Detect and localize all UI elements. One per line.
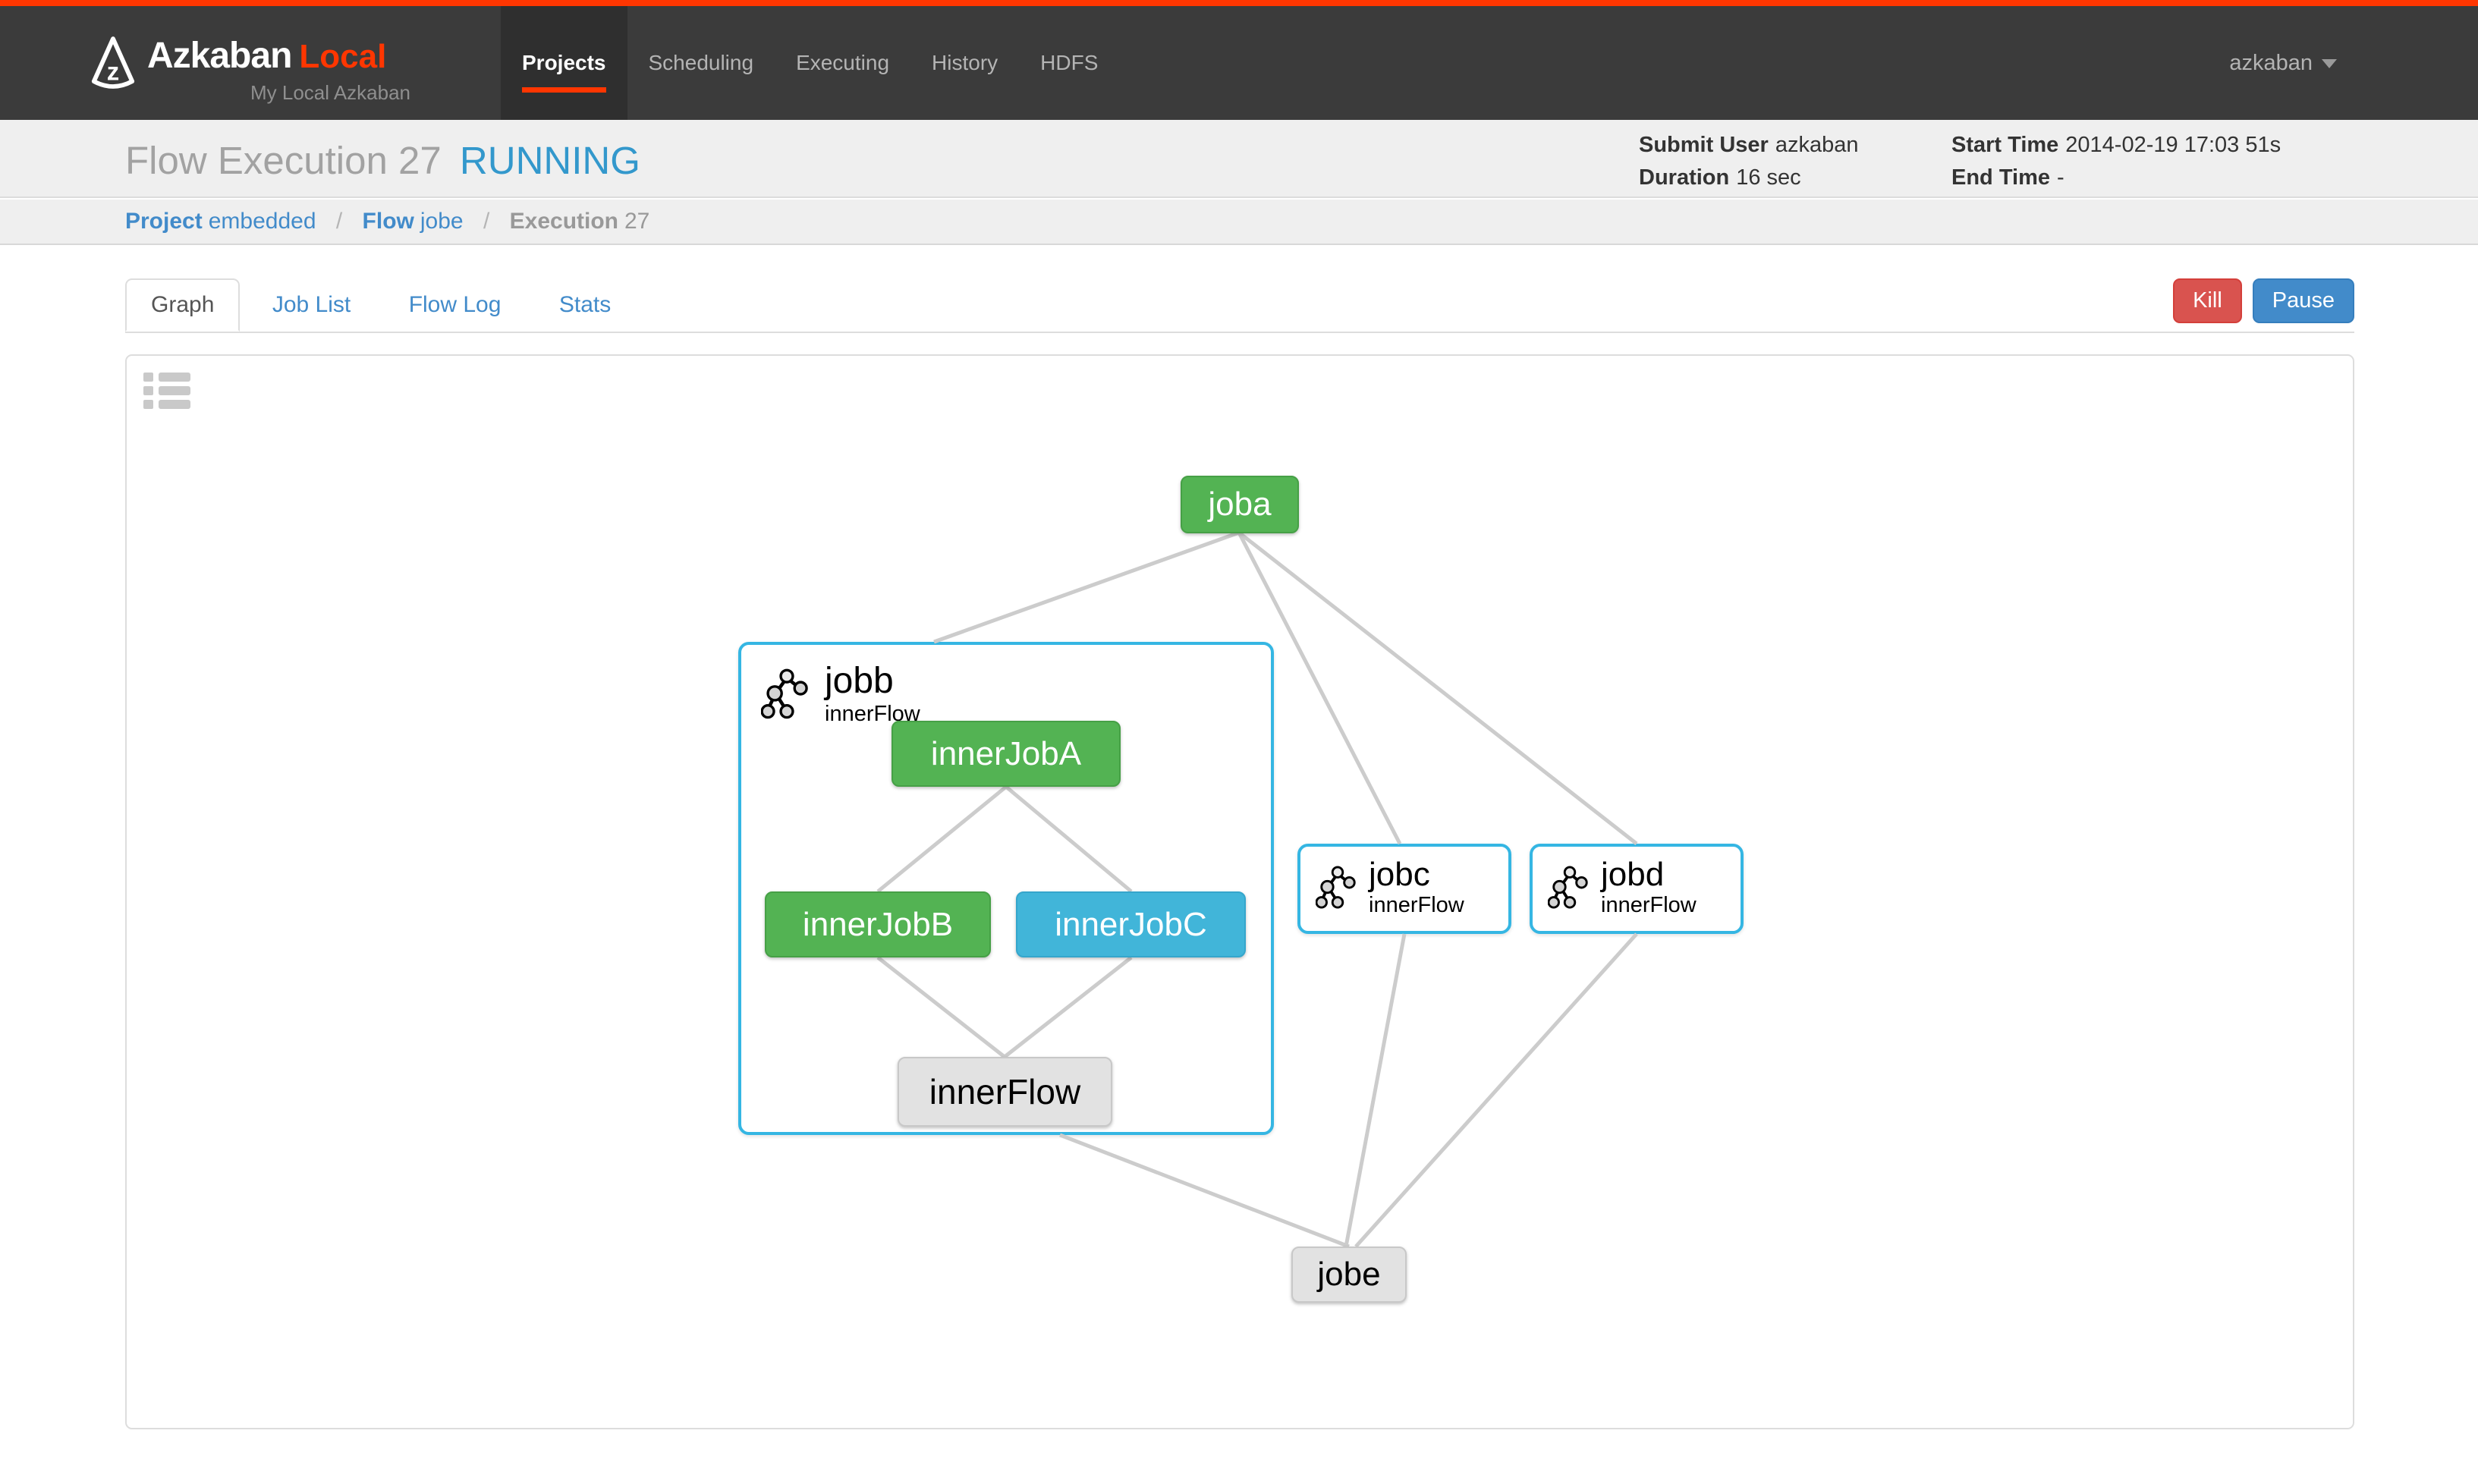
- pause-button[interactable]: Pause: [2252, 278, 2354, 323]
- embedded-flow-icon: [761, 668, 808, 719]
- embedded-flow-icon: [1316, 866, 1356, 909]
- page-title: Flow Execution 27 RUNNING: [125, 138, 640, 183]
- tab-graph[interactable]: Graph: [125, 278, 241, 332]
- end-time-label: End Time: [1951, 165, 2050, 190]
- flow-box-jobc[interactable]: jobc innerFlow: [1297, 844, 1511, 934]
- edge-jobc-jobe: [1344, 933, 1407, 1247]
- execution-id: 27: [398, 139, 442, 182]
- tab-job-list[interactable]: Job List: [272, 292, 351, 317]
- graph-node-joba[interactable]: joba: [1181, 476, 1299, 533]
- submit-user-label: Submit User: [1639, 133, 1769, 157]
- kill-button[interactable]: Kill: [2173, 278, 2242, 323]
- list-view-icon[interactable]: [143, 373, 190, 409]
- main-nav: Projects Scheduling Executing History HD…: [501, 6, 1119, 120]
- graph-node-innerFlow[interactable]: innerFlow: [898, 1057, 1112, 1127]
- user-name: azkaban: [2229, 51, 2313, 75]
- start-time-value: 2014-02-19 17:03 51s: [2065, 133, 2281, 157]
- edge-joba-jobb: [933, 530, 1240, 644]
- graph-node-innerJobC[interactable]: innerJobC: [1016, 891, 1246, 957]
- page-title-text: Flow Execution: [125, 139, 388, 182]
- duration-value: 16 sec: [1736, 165, 1801, 190]
- submit-user-value: azkaban: [1775, 133, 1859, 157]
- graph-node-innerJobA[interactable]: innerJobA: [892, 721, 1121, 787]
- edge-jobd-jobe: [1354, 932, 1638, 1248]
- edge-joba-jobd: [1237, 531, 1638, 845]
- nav-item-executing[interactable]: Executing: [796, 51, 890, 74]
- tab-stats[interactable]: Stats: [558, 292, 612, 317]
- graph-node-innerJobB[interactable]: innerJobB: [765, 891, 991, 957]
- azkaban-logo-icon: z: [91, 36, 135, 89]
- brand-name: Azkaban: [147, 36, 292, 76]
- nav-item-scheduling[interactable]: Scheduling: [648, 51, 754, 74]
- flow-box-title: jobb: [825, 661, 894, 701]
- flow-graph-panel: jobb innerFlow jobc innerFlow: [125, 354, 2354, 1429]
- breadcrumb-separator: /: [483, 209, 490, 234]
- duration-label: Duration: [1639, 165, 1730, 190]
- flow-box-title: jobc: [1369, 856, 1430, 893]
- start-time-label: Start Time: [1951, 133, 2059, 157]
- edge-jobb-jobe: [1059, 1133, 1350, 1249]
- brand-accent: Local: [299, 38, 387, 75]
- chevron-down-icon: [2322, 59, 2337, 69]
- breadcrumb-separator: /: [335, 209, 343, 234]
- flow-tabs: Graph Job List Flow Log Stats Kill Pause: [125, 278, 2354, 333]
- flow-box-title: jobd: [1601, 856, 1665, 893]
- flow-box-subtitle: innerFlow: [1369, 893, 1464, 917]
- flow-box-jobd[interactable]: jobd innerFlow: [1530, 844, 1744, 934]
- end-time-value: -: [2057, 165, 2064, 190]
- brand-subtitle: My Local Azkaban: [250, 81, 411, 104]
- tab-flow-log[interactable]: Flow Log: [408, 292, 502, 317]
- status-badge: RUNNING: [459, 139, 640, 182]
- svg-text:z: z: [107, 57, 119, 85]
- nav-item-hdfs[interactable]: HDFS: [1040, 51, 1099, 74]
- flow-actions: Kill Pause: [2173, 278, 2354, 323]
- nav-item-projects[interactable]: Projects: [501, 6, 627, 120]
- embedded-flow-icon: [1548, 866, 1588, 909]
- graph-node-jobe[interactable]: jobe: [1291, 1247, 1407, 1303]
- user-menu[interactable]: azkaban: [2229, 6, 2337, 120]
- nav-item-history[interactable]: History: [932, 51, 998, 74]
- flow-box-subtitle: innerFlow: [1601, 893, 1697, 917]
